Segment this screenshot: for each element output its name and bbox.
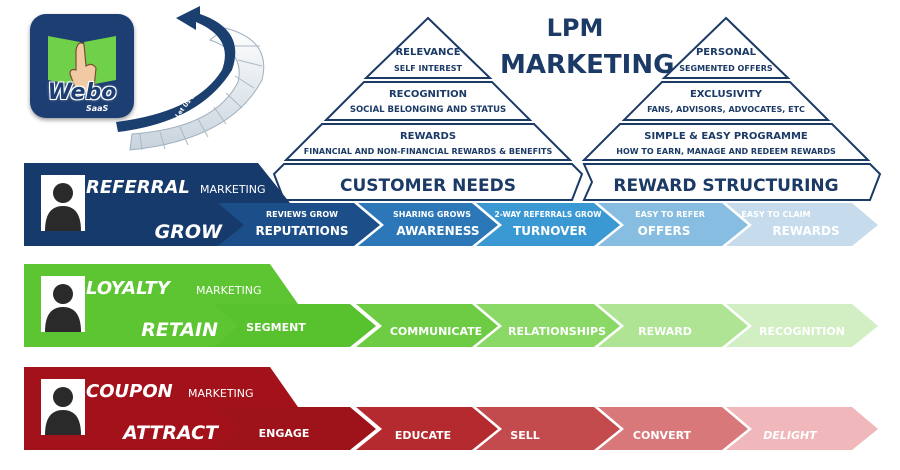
coupon-step-4-label: CONVERT — [633, 429, 692, 442]
referral-header-banner — [24, 163, 290, 203]
referral-suffix: MARKETING — [200, 183, 266, 196]
reward-structuring-pyramid: PERSONAL SEGMENTED OFFERS EXCLUSIVITY FA… — [581, 16, 882, 201]
cn-tier2-sub: SOCIAL BELONGING AND STATUS — [350, 105, 506, 115]
title-line-1: LPM — [546, 14, 604, 42]
rs-tier1-sub: SEGMENTED OFFERS — [679, 64, 773, 73]
customer-needs-pyramid: RELEVANCE SELF INTEREST RECOGNITION SOCI… — [272, 16, 584, 201]
referral-step-2 — [358, 203, 498, 246]
referral-step-5-big: REWARDS — [772, 224, 839, 238]
coupon-step-5 — [726, 407, 878, 450]
referral-verb: GROW — [155, 221, 223, 243]
loyalty-step-4-label: REWARD — [638, 325, 692, 338]
loyalty-step-3 — [476, 304, 620, 347]
title-line-2: MARKETING — [500, 50, 675, 80]
cn-tier3-title: REWARDS — [400, 131, 456, 142]
coupon-step-3 — [476, 407, 620, 450]
coupon-step-1 — [214, 407, 376, 450]
referral-step-2-big: AWARENESS — [396, 224, 479, 238]
loyalty-step-1 — [214, 304, 376, 347]
loyalty-step-2 — [356, 304, 498, 347]
coupon-name: COUPON — [86, 381, 173, 402]
referral-step-2-small: SHARING GROWS — [393, 210, 471, 219]
rs-tier1-title: PERSONAL — [696, 47, 757, 58]
cn-tier1-sub: SELF INTEREST — [394, 64, 463, 73]
rs-tier2-title: EXCLUSIVITY — [690, 89, 763, 100]
referral-step-4-big: OFFERS — [638, 224, 691, 238]
loyalty-step-3-label: RELATIONSHIPS — [508, 325, 606, 338]
referral-step-3 — [476, 203, 620, 246]
loyalty-suffix: MARKETING — [196, 284, 262, 297]
loyalty-header-banner — [24, 264, 298, 304]
logo-word: Webo — [47, 80, 117, 105]
loyalty-verb: RETAIN — [141, 319, 218, 341]
coupon-step-1-label: ENGAGE — [259, 427, 310, 440]
logo-subword: SaaS — [86, 104, 109, 113]
referral-step-1 — [218, 203, 380, 246]
coupon-step-2-label: EDUCATE — [395, 429, 451, 442]
loyalty-person-icon — [41, 276, 85, 332]
staircase-graphic: Let Us Show You How — [116, 6, 265, 151]
loyalty-step-2-label: COMMUNICATE — [390, 325, 482, 338]
referral-name: REFERRAL — [86, 177, 190, 198]
coupon-verb: ATTRACT — [121, 422, 220, 444]
cn-tier2-title: RECOGNITION — [389, 89, 467, 100]
coupon-suffix: MARKETING — [188, 387, 254, 400]
coupon-person-icon — [41, 379, 85, 435]
referral-step-3-small: 2-WAY REFERRALS GROW — [495, 210, 603, 219]
rs-base-label: REWARD STRUCTURING — [613, 176, 838, 196]
rs-tier3-title: SIMPLE & EASY PROGRAMME — [644, 131, 808, 142]
loyalty-name: LOYALTY — [86, 278, 172, 299]
referral-step-5-small: EASY TO CLAIM — [741, 210, 810, 219]
coupon-step-3-label: SELL — [510, 429, 539, 442]
referral-step-4-small: EASY TO REFER — [635, 210, 705, 219]
referral-step-4 — [598, 203, 748, 246]
loyalty-step-5 — [726, 304, 878, 347]
loyalty-step-1-label: SEGMENT — [246, 321, 306, 334]
cn-tier3-sub: FINANCIAL AND NON-FINANCIAL REWARDS & BE… — [304, 147, 553, 156]
referral-step-1-big: REPUTATIONS — [255, 224, 348, 238]
webo-logo: Webo SaaS — [30, 14, 134, 118]
rs-tier2-sub: FANS, ADVISORS, ADVOCATES, ETC — [647, 105, 805, 114]
cn-tier1-title: RELEVANCE — [395, 47, 460, 58]
referral-person-icon — [41, 175, 85, 231]
coupon-step-2 — [356, 407, 498, 450]
coupon-step-4 — [598, 407, 748, 450]
coupon-header-banner — [24, 367, 298, 407]
rs-tier3-sub: HOW TO EARN, MANAGE AND REDEEM REWARDS — [616, 147, 836, 156]
referral-step-3-big: TURNOVER — [513, 224, 587, 238]
loyalty-step-5-label: RECOGNITION — [759, 325, 845, 338]
referral-step-1-small: REVIEWS GROW — [266, 210, 338, 219]
referral-step-5 — [726, 203, 878, 246]
loyalty-step-4 — [598, 304, 748, 347]
book-hand-icon — [48, 36, 116, 94]
cn-base-label: CUSTOMER NEEDS — [340, 176, 516, 196]
coupon-step-5-label: DELIGHT — [763, 429, 818, 442]
